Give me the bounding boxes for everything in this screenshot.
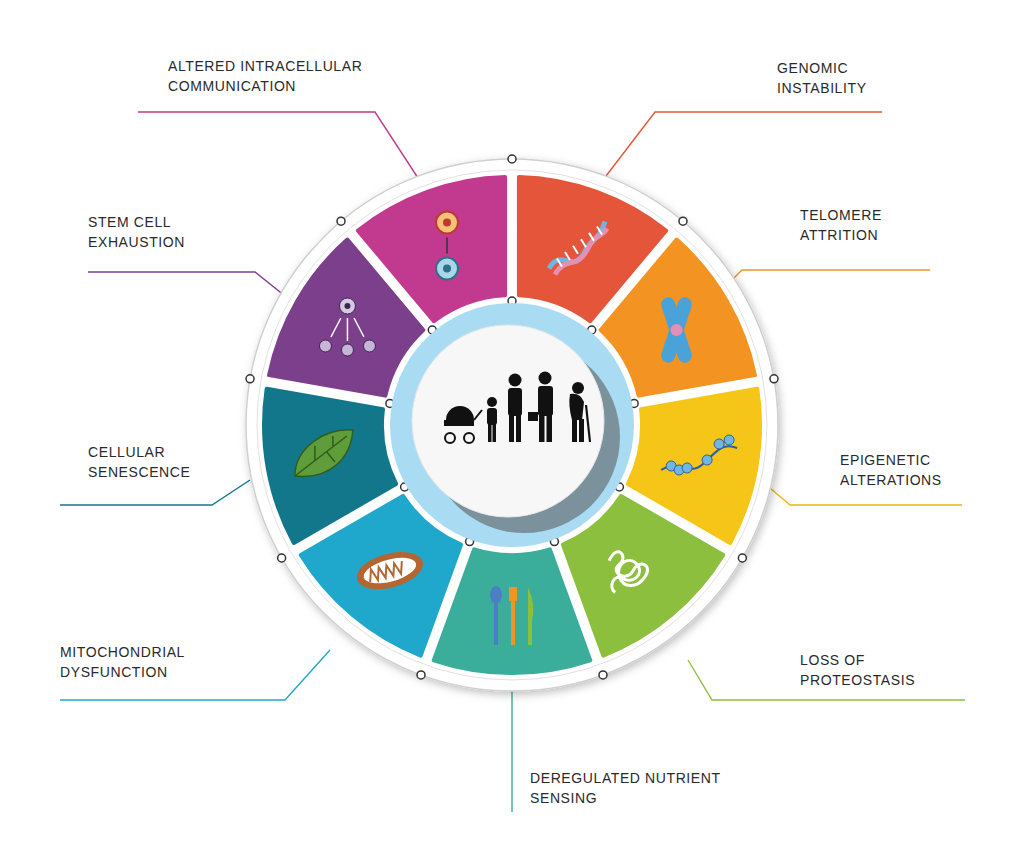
hallmark-segment <box>262 387 398 545</box>
ring-dot <box>679 217 687 225</box>
dna-icon <box>549 221 607 274</box>
leader-line <box>722 270 930 290</box>
ring-dot <box>337 217 345 225</box>
hallmark-label: DEREGULATED NUTRIENT SENSING <box>530 768 725 808</box>
outer-ring <box>246 159 778 691</box>
hallmark-label: GENOMIC INSTABILITY <box>777 58 907 98</box>
ring-dot <box>417 671 425 679</box>
inner-ring-line <box>257 170 767 680</box>
leader-line <box>88 272 290 300</box>
hallmark-label: EPIGENETIC ALTERATIONS <box>840 450 980 490</box>
hallmark-label: LOSS OF PROTEOSTASIS <box>800 650 950 690</box>
cell-communication-icon <box>436 211 458 279</box>
ring-dot <box>246 375 254 383</box>
ring-dot <box>278 554 286 562</box>
leaf-icon <box>295 430 353 477</box>
hallmark-segment <box>356 175 507 323</box>
hallmark-label: STEM CELL EXHAUSTION <box>88 212 218 252</box>
leader-line <box>60 480 250 505</box>
ring-dot <box>738 554 746 562</box>
mitochondrion-icon <box>353 545 427 595</box>
leader-line <box>138 112 418 178</box>
ring-dot <box>508 155 516 163</box>
center-disc <box>412 325 604 517</box>
protein-icon <box>609 552 647 593</box>
chromosome-icon <box>659 296 693 365</box>
ring-dot <box>599 671 607 679</box>
stem-cell-icon <box>319 298 375 356</box>
hallmark-label: CELLULAR SENESCENCE <box>88 442 228 482</box>
hallmark-label: MITOCHONDRIAL DYSFUNCTION <box>60 642 220 682</box>
utensils-icon <box>490 586 533 645</box>
hallmark-label: ALTERED INTRACELLULAR COMMUNICATION <box>168 56 418 96</box>
leader-line <box>511 690 512 812</box>
hallmark-segment <box>432 547 593 675</box>
epigenetic-icon <box>661 435 737 475</box>
leader-line <box>606 112 882 176</box>
leader-line <box>770 488 962 505</box>
ring-dot <box>770 375 778 383</box>
center-ring <box>390 303 634 547</box>
ageing-silhouettes <box>444 372 590 444</box>
hallmark-label: TELOMERE ATTRITION <box>800 205 930 245</box>
